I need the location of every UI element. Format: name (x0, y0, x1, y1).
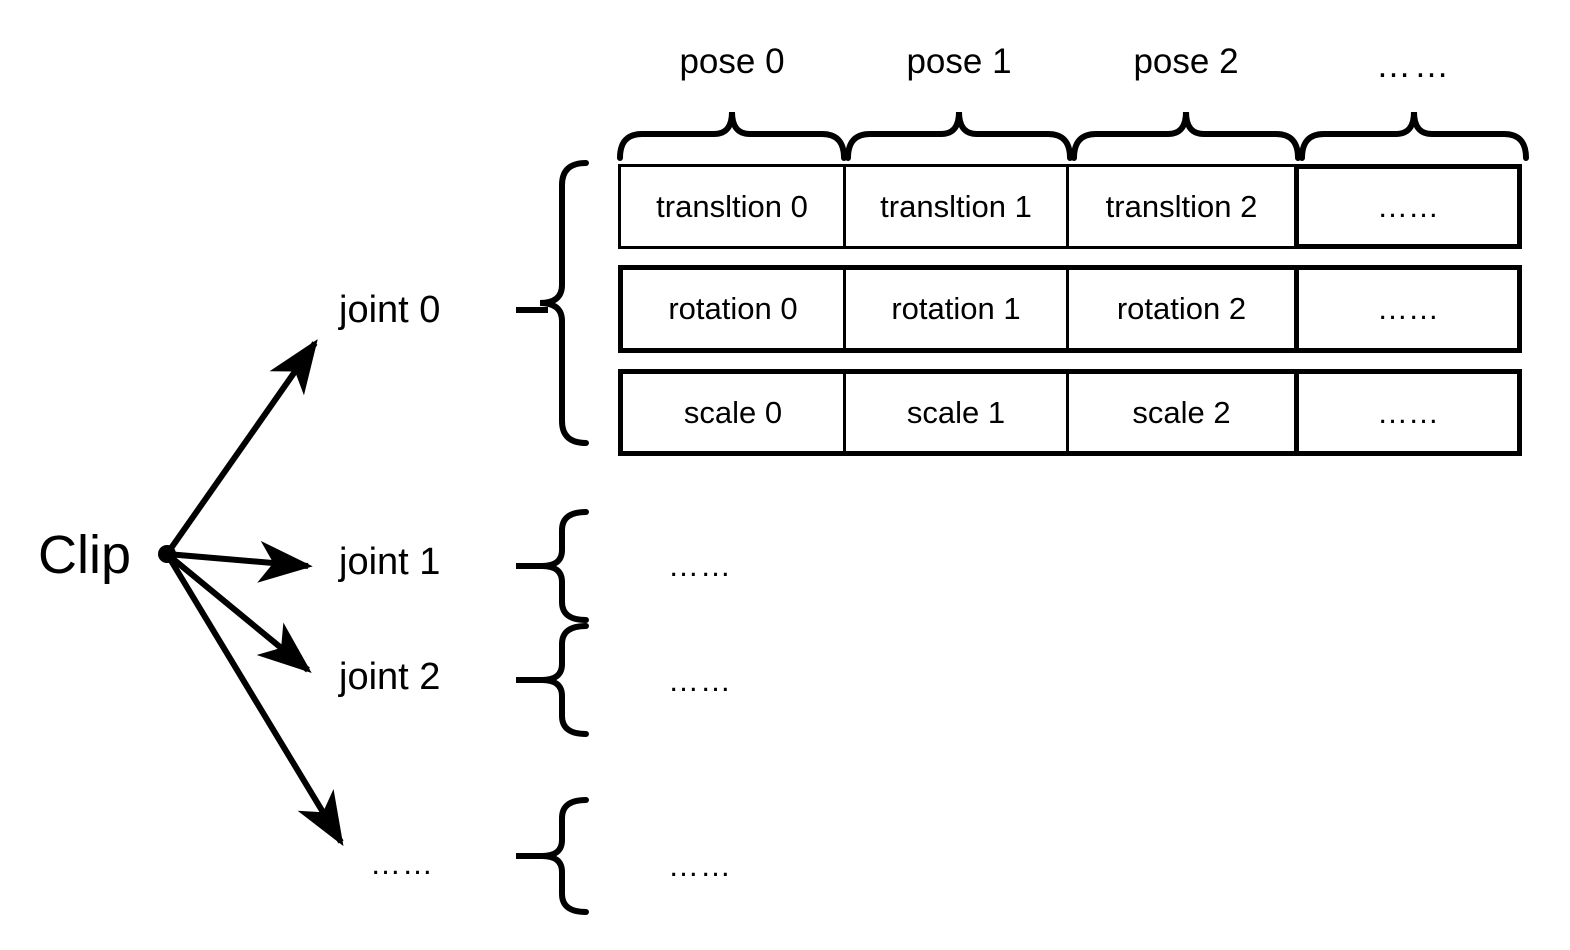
joint-1-content-ellipsis: …… (668, 548, 732, 583)
joint-n-content-ellipsis: …… (668, 848, 732, 883)
table-cell: scale 1 (843, 369, 1069, 456)
arrow-to-joint-1 (166, 540, 313, 583)
brace-joint-2 (541, 623, 589, 737)
table-cell: transltion 0 (618, 164, 846, 249)
joint-label-2: joint 2 (339, 656, 441, 698)
table-row: rotation 0 rotation 1 rotation 2 …… (618, 265, 1528, 353)
root-junction-dot (158, 545, 176, 563)
arrow-to-joint-n (164, 552, 344, 847)
pose-header-2: pose 2 (1133, 42, 1239, 81)
table-cell: rotation 1 (843, 265, 1069, 353)
brace-pose-n (1299, 111, 1529, 161)
table-cell: rotation 0 (618, 265, 846, 353)
arrow-to-joint-0 (164, 339, 318, 556)
brace-pose-1 (845, 111, 1073, 161)
joint-label-0: joint 0 (339, 289, 441, 331)
joint-label-ellipsis: …… (370, 846, 434, 881)
pose-header-1: pose 1 (906, 42, 1012, 81)
brace-joint-0 (539, 160, 589, 446)
brace-joint-n (541, 797, 589, 915)
brace-pose-2 (1071, 111, 1301, 161)
table-cell: transltion 2 (1066, 164, 1297, 249)
table-cell: …… (1294, 369, 1522, 456)
table-cell: rotation 2 (1066, 265, 1297, 353)
joint-2-content-ellipsis: …… (668, 663, 732, 698)
table-row: transltion 0 transltion 1 transltion 2 …… (618, 164, 1528, 249)
table-cell: transltion 1 (843, 164, 1069, 249)
table-cell: scale 2 (1066, 369, 1297, 456)
brace-pose-0 (617, 111, 847, 161)
arrow-to-joint-2 (165, 551, 312, 674)
brace-joint-1 (541, 509, 589, 623)
pose-header-0: pose 0 (679, 42, 785, 81)
pose-header-ellipsis: …… (1376, 46, 1452, 85)
root-node-label: Clip (38, 525, 132, 585)
table-cell: scale 0 (618, 369, 846, 456)
table-cell: …… (1294, 164, 1522, 249)
joint-label-1: joint 1 (339, 541, 441, 583)
table-row: scale 0 scale 1 scale 2 …… (618, 369, 1528, 456)
table-cell: …… (1294, 265, 1522, 353)
